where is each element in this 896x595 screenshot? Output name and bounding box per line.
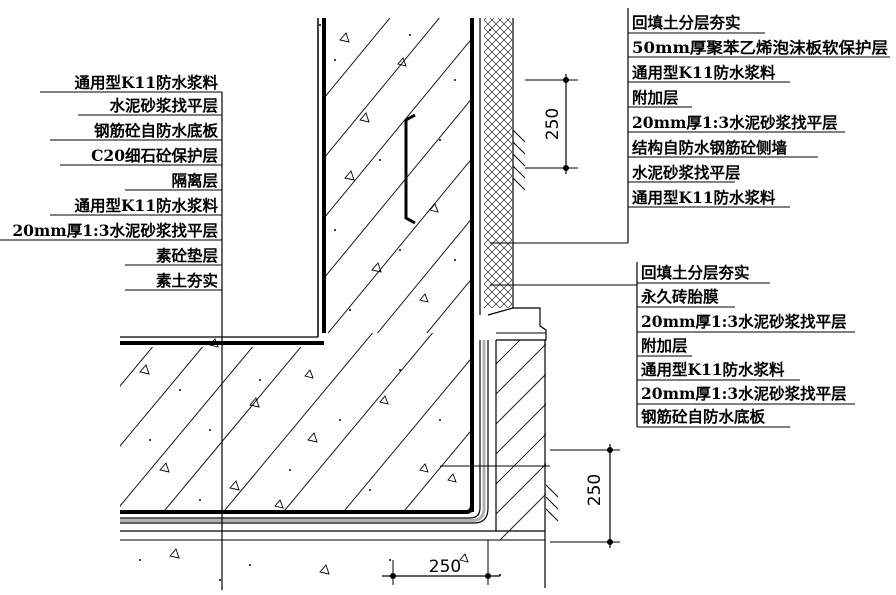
bottom-horizontal-dimension-value: 250: [429, 557, 461, 577]
left-label-8: 素砼垫层: [156, 246, 218, 265]
brick-cap: [487, 307, 547, 341]
upper-right-label-3: 通用型K11防水浆料: [632, 63, 776, 82]
left-label-9: 素土夯实: [156, 271, 218, 290]
left-label-2: 水泥砂浆找平层: [109, 96, 218, 115]
slab-hatch: [120, 333, 472, 512]
lower-right-label-4: 附加层: [641, 336, 688, 355]
left-callout-labels: 通用型K11防水浆料 水泥砂浆找平层 钢筋砼自防水底板 C20细石砼保护层 隔离…: [12, 73, 218, 290]
upper-right-label-7: 水泥砂浆找平层: [632, 163, 741, 182]
left-label-3: 钢筋砼自防水底板: [94, 121, 219, 140]
left-label-5: 隔离层: [171, 171, 218, 190]
lower-right-label-1: 回填土分层夯实: [641, 263, 750, 282]
lower-right-label-2: 永久砖胎膜: [640, 287, 719, 306]
upper-right-label-8: 通用型K11防水浆料: [632, 188, 776, 207]
lower-right-callout-labels: 回填土分层夯实 永久砖胎膜 20mm厚1:3水泥砂浆找平层 附加层 通用型K11…: [640, 263, 847, 426]
lower-right-label-5: 通用型K11防水浆料: [641, 360, 785, 379]
membrane-band: [120, 340, 486, 522]
upper-right-callout-labels: 回填土分层夯实 50mm厚聚苯乙烯泡沫板软保护层 通用型K11防水浆料 附加层 …: [631, 13, 888, 207]
upper-right-label-5: 20mm厚1:3水泥砂浆找平层: [632, 113, 838, 132]
upper-right-label-4: 附加层: [632, 88, 679, 107]
soft-protection-layer-hatch: [484, 18, 512, 308]
left-label-7: 20mm厚1:3水泥砂浆找平层: [12, 221, 218, 240]
upper-right-label-1: 回填土分层夯实: [632, 13, 741, 32]
concrete-aggregate: [139, 32, 469, 575]
lower-right-label-7: 钢筋砼自防水底板: [641, 407, 766, 426]
upper-right-label-6: 结构自防水钢筋砼侧墙: [631, 138, 788, 157]
lower-right-label-6: 20mm厚1:3水泥砂浆找平层: [641, 384, 847, 403]
concrete-dots: [139, 24, 501, 581]
slab-corner-curve: [465, 504, 474, 514]
lower-vertical-dimension-value: 250: [585, 474, 605, 506]
lower-vertical-dimension: [440, 444, 620, 548]
waterstop-bracket: [404, 113, 416, 225]
upper-vertical-dimension-value: 250: [543, 108, 563, 140]
left-label-1: 通用型K11防水浆料: [74, 73, 218, 92]
lower-right-callout: [490, 262, 855, 428]
membrane-line-1: [120, 340, 481, 519]
upper-vertical-dimension: [525, 74, 578, 174]
soil-marks: [512, 129, 559, 522]
lower-right-label-3: 20mm厚1:3水泥砂浆找平层: [641, 312, 847, 331]
membrane-line-2: [120, 340, 489, 524]
upper-right-callout: [490, 8, 890, 244]
brick-hatch: [496, 340, 546, 540]
left-callout: [0, 91, 223, 590]
upper-right-label-2: 50mm厚聚苯乙烯泡沫板软保护层: [632, 38, 888, 57]
left-label-4: C20细石砼保护层: [91, 146, 218, 165]
bottom-horizontal-dimension: [382, 540, 500, 585]
left-label-6: 通用型K11防水浆料: [74, 196, 218, 215]
